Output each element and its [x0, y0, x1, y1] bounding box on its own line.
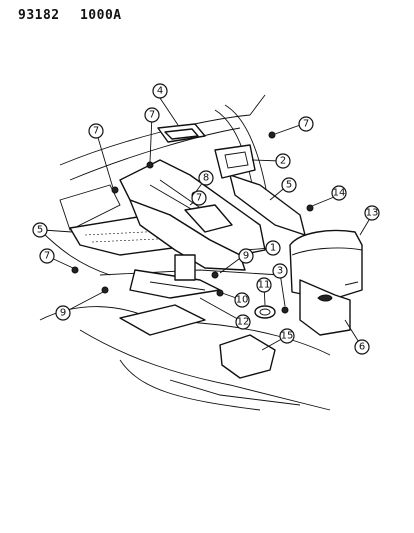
- callout-11: 13: [364, 205, 380, 221]
- svg-text:5: 5: [286, 180, 292, 191]
- callout-1: 1: [265, 240, 281, 256]
- svg-text:9: 9: [243, 251, 249, 262]
- figure-number: 93182: [18, 8, 60, 23]
- svg-text:7: 7: [93, 126, 99, 137]
- svg-text:13: 13: [366, 208, 379, 219]
- callout-6: 6: [354, 339, 370, 355]
- callout-3: 3: [272, 263, 288, 279]
- svg-text:2: 2: [280, 156, 286, 167]
- figure-code: 1000A: [79, 8, 122, 23]
- armrest-assembly: [289, 229, 363, 336]
- svg-text:3: 3: [277, 266, 283, 277]
- console-top-trim: [157, 123, 206, 143]
- callout-5-right: 5: [281, 177, 297, 193]
- callout-7d: 7: [191, 190, 207, 206]
- svg-text:12: 12: [237, 317, 250, 328]
- figure-header: 93182 1000A: [18, 8, 134, 23]
- callout-8: 8: [198, 170, 214, 186]
- callout-9-right: 9: [238, 248, 254, 264]
- callout-9-left: 9: [55, 305, 71, 321]
- callout-13: 11: [256, 277, 272, 293]
- grommet: [254, 305, 276, 319]
- svg-text:8: 8: [203, 173, 209, 184]
- svg-text:1: 1: [270, 243, 276, 254]
- callout-5-left: 5: [32, 222, 48, 238]
- console-body: [119, 159, 266, 271]
- svg-text:10: 10: [236, 295, 249, 306]
- floor-tunnel: [39, 304, 331, 411]
- callout-4: 4: [152, 83, 168, 99]
- callout-12: 14: [331, 185, 347, 201]
- svg-text:7: 7: [44, 251, 50, 262]
- callout-2: 2: [275, 153, 291, 169]
- callout-10: 10: [234, 292, 250, 308]
- svg-text:7: 7: [196, 193, 202, 204]
- callout-7e: 7: [39, 248, 55, 264]
- callout-7b: 7: [88, 123, 104, 139]
- svg-text:7: 7: [149, 110, 155, 121]
- svg-text:4: 4: [157, 86, 163, 97]
- console-bracket: [129, 254, 221, 299]
- svg-text:14: 14: [333, 188, 346, 199]
- callout-14: 12: [235, 314, 251, 330]
- svg-text:15: 15: [281, 331, 294, 342]
- callout-15: 15: [279, 328, 295, 344]
- svg-text:5: 5: [37, 225, 43, 236]
- svg-text:11: 11: [258, 280, 271, 291]
- svg-text:9: 9: [60, 308, 66, 319]
- svg-text:6: 6: [359, 342, 365, 353]
- svg-text:7: 7: [303, 119, 309, 130]
- callout-7a: 7: [144, 107, 160, 123]
- console-bezel: [214, 144, 256, 179]
- callout-7c: 7: [298, 116, 314, 132]
